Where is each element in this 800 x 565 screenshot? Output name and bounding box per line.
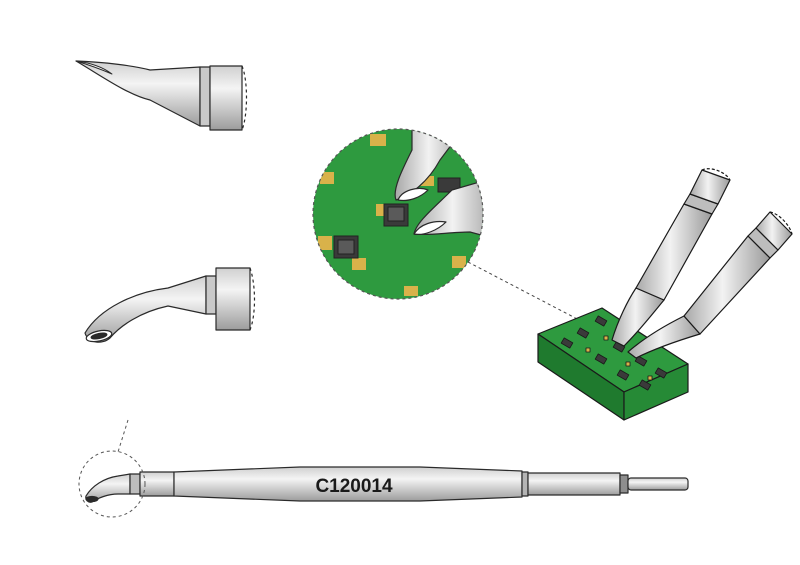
pcb-pad — [420, 176, 434, 186]
pcb-pad — [320, 172, 334, 184]
pcb-pad — [370, 134, 386, 146]
tip-straight-illustration — [75, 60, 248, 131]
smd-component — [333, 235, 359, 259]
pcb-pad — [376, 204, 386, 216]
pcb-pad — [352, 258, 366, 270]
tip-bent-illustration — [84, 267, 256, 343]
full-tip-illustration: C120014 — [85, 466, 689, 503]
pcb-board-illustration — [537, 168, 793, 421]
pcb-pad — [318, 236, 332, 250]
tweezer-tip-right — [627, 211, 793, 359]
tip-model-label: C120014 — [315, 476, 393, 497]
pcb-pad — [404, 286, 418, 296]
zoom-detail-circle — [312, 128, 484, 300]
tweezer-tip-left — [611, 168, 731, 347]
zoom-leader-line — [467, 261, 607, 335]
smd-component — [383, 203, 409, 227]
tip-detail-leader — [117, 419, 129, 453]
pcb-pad — [452, 256, 466, 268]
smd-component — [437, 177, 461, 193]
tip-detail-circle — [78, 450, 146, 518]
